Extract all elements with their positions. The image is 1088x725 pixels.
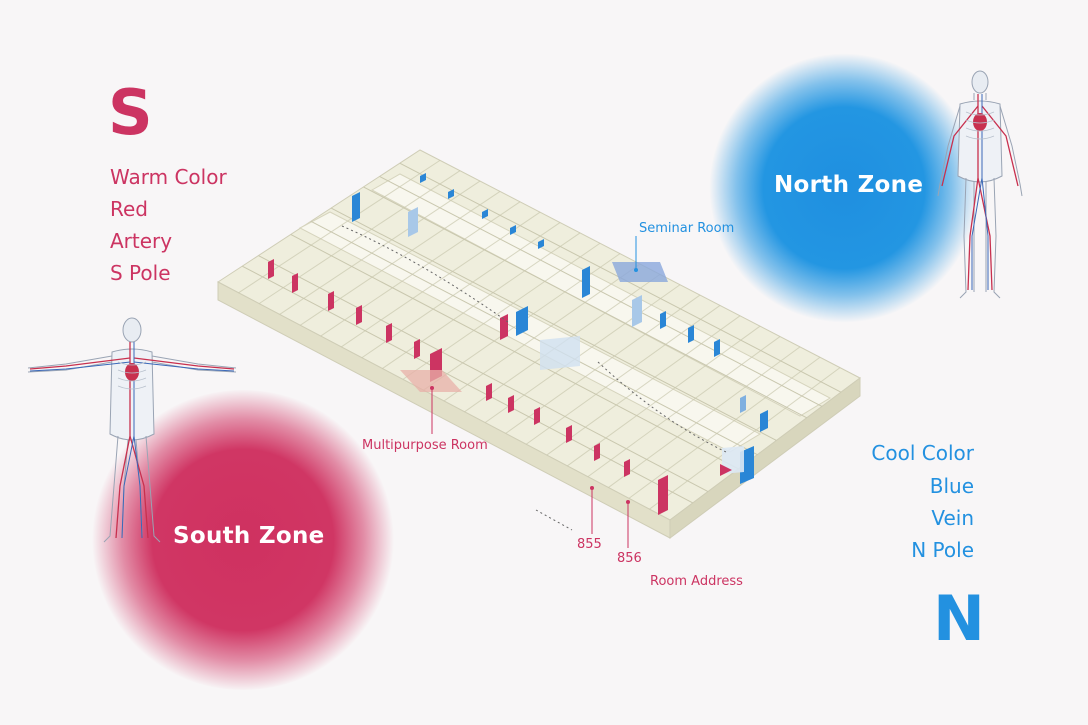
north-legend-line: Cool Color <box>871 441 974 465</box>
room-divider <box>525 305 721 445</box>
room-divider <box>443 263 641 402</box>
room-divider <box>320 201 521 337</box>
south-legend-line: S Pole <box>110 261 171 285</box>
seminar-room-callout: Seminar Room <box>639 221 735 236</box>
north-legend-line: Blue <box>929 474 974 498</box>
dotted-paths <box>341 225 727 531</box>
room-divider <box>566 325 761 467</box>
room-divider <box>340 211 541 348</box>
south-markers <box>268 259 732 515</box>
room-divider <box>649 367 841 510</box>
room-divider <box>279 180 481 315</box>
room-divider <box>608 346 801 488</box>
room-divider <box>628 356 821 499</box>
room-divider <box>587 336 781 478</box>
south-legend-line: Warm Color <box>110 165 227 189</box>
multipurpose-room-callout: Multipurpose Room <box>362 438 488 453</box>
south-zone-glow <box>88 390 398 690</box>
human-circulatory-figure-tpose-icon <box>27 317 237 543</box>
north-legend-line: N Pole <box>911 538 974 562</box>
north-legend-line: Vein <box>931 506 974 530</box>
north-zone-glow <box>708 52 980 324</box>
room-divider <box>546 315 741 456</box>
north-letter: N <box>933 582 985 655</box>
south-letter: S <box>108 76 153 149</box>
south-legend-line: Artery <box>110 229 173 253</box>
room-855-callout: 855 <box>577 537 602 552</box>
room-divider <box>484 284 681 424</box>
south-legend-line: Red <box>110 197 148 221</box>
north-zone-label: North Zone <box>774 172 924 198</box>
room-address-callout: Room Address <box>650 574 743 589</box>
callout-leaders <box>430 236 638 548</box>
south-zone-label: South Zone <box>173 523 325 549</box>
human-circulatory-figure-icon <box>937 70 1023 299</box>
north-markers <box>352 173 768 484</box>
room-856-callout: 856 <box>617 551 642 566</box>
